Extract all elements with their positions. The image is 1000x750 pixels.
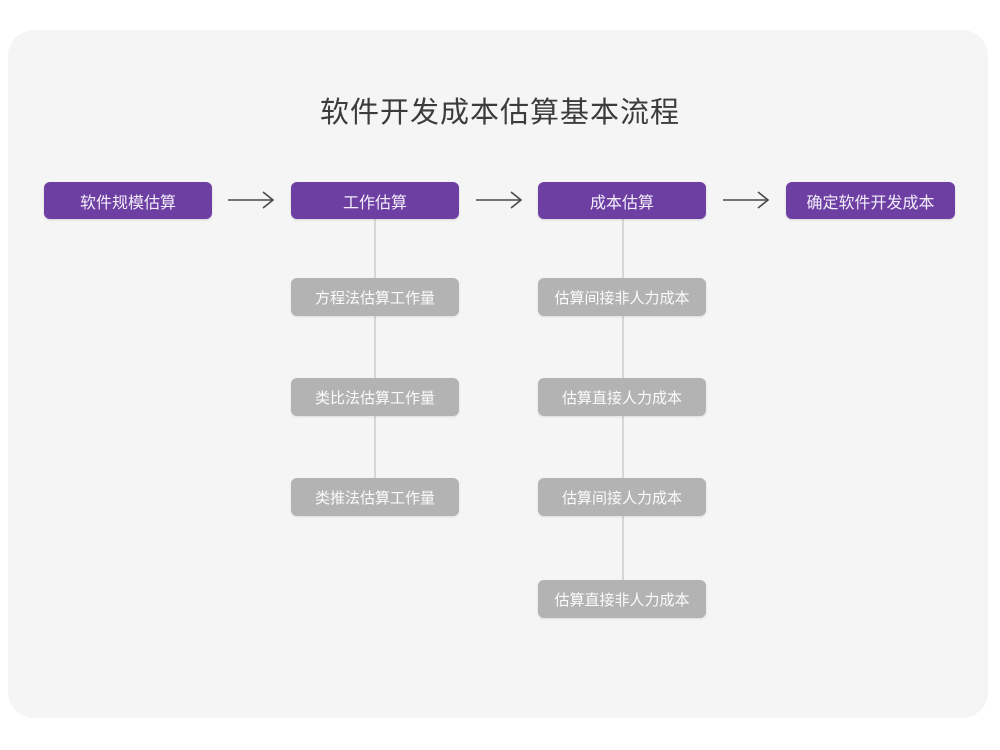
flow-step-label: 确定软件开发成本	[806, 192, 935, 212]
branch-item-label: 估算间接非人力成本	[554, 288, 690, 307]
arrow-2	[476, 189, 524, 211]
flow-step-work-estimation[interactable]: 工作估算	[291, 182, 459, 219]
branch-item-equation-method[interactable]: 方程法估算工作量	[291, 278, 459, 316]
branch-item-extrapolation-method[interactable]: 类推法估算工作量	[291, 478, 459, 516]
branch-item-label: 类推法估算工作量	[314, 488, 435, 507]
arrow-3	[723, 189, 771, 211]
arrow-right-icon	[723, 191, 770, 209]
branch-item-indirect-nonlabor-cost[interactable]: 估算间接非人力成本	[538, 278, 706, 316]
branch-connector-line-col2	[374, 218, 376, 503]
flow-step-determine-dev-cost[interactable]: 确定软件开发成本	[786, 182, 955, 219]
flow-step-label: 软件规模估算	[79, 192, 176, 212]
branch-item-direct-nonlabor-cost[interactable]: 估算直接非人力成本	[538, 580, 706, 618]
arrow-1	[228, 189, 276, 211]
flow-step-label: 工作估算	[342, 192, 407, 212]
branch-item-label: 方程法估算工作量	[314, 288, 435, 307]
branch-item-label: 估算间接人力成本	[561, 488, 682, 507]
content-card	[8, 30, 988, 718]
flow-step-label: 成本估算	[589, 192, 654, 212]
branch-item-indirect-labor-cost[interactable]: 估算间接人力成本	[538, 478, 706, 516]
branch-item-label: 估算直接人力成本	[561, 388, 682, 407]
arrow-right-icon	[228, 191, 275, 209]
branch-item-label: 估算直接非人力成本	[554, 590, 690, 609]
branch-item-label: 类比法估算工作量	[314, 388, 435, 407]
branch-item-analogy-method[interactable]: 类比法估算工作量	[291, 378, 459, 416]
flow-step-cost-estimation[interactable]: 成本估算	[538, 182, 706, 219]
flow-step-software-scale-estimation[interactable]: 软件规模估算	[44, 182, 212, 219]
page-title: 软件开发成本估算基本流程	[319, 95, 680, 129]
branch-item-direct-labor-cost[interactable]: 估算直接人力成本	[538, 378, 706, 416]
arrow-right-icon	[476, 191, 523, 209]
